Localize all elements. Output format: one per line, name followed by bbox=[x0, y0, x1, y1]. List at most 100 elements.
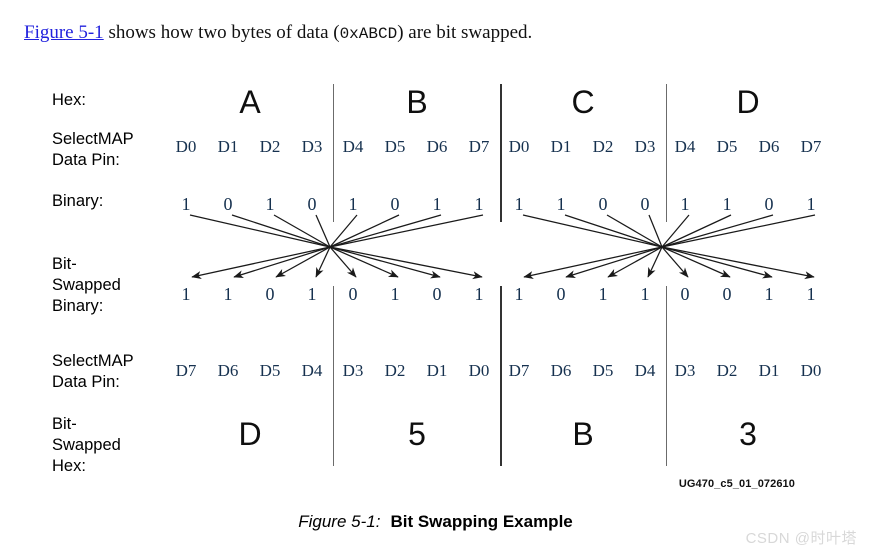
arrow-out-b2-6 bbox=[661, 246, 773, 279]
pin-bottom-6: D1 bbox=[426, 361, 448, 380]
byte-separator-bottom bbox=[500, 286, 502, 466]
arrow-in-b2-7 bbox=[661, 214, 816, 248]
swapped-bit-7: 1 bbox=[474, 284, 484, 304]
nibble-separator-1-top bbox=[333, 84, 334, 222]
arrow-out-b1-0 bbox=[191, 246, 331, 279]
pin-bottom-14: D1 bbox=[758, 361, 780, 380]
arrow-in-b1-4 bbox=[329, 214, 358, 248]
arrow-in-b2-1 bbox=[564, 214, 663, 248]
arrow-out-b1-1 bbox=[233, 246, 331, 279]
arrow-in-b1-3 bbox=[315, 214, 331, 248]
pin-top-8: D0 bbox=[508, 137, 530, 156]
row-label-selectmap-bottom: SelectMAP Data Pin: bbox=[52, 352, 134, 391]
pin-top-3: D3 bbox=[301, 137, 323, 156]
arrow-out-b2-4 bbox=[661, 246, 689, 278]
swapped-bit-2: 0 bbox=[265, 284, 275, 304]
intro-hex-code: 0xABCD bbox=[339, 25, 398, 43]
intro-text-after-code: ) are bit swapped. bbox=[397, 22, 533, 43]
pin-top-14: D6 bbox=[758, 137, 780, 156]
swapped-bit-6: 0 bbox=[432, 284, 442, 304]
row-label-swapped-hex: Bit- Swapped Hex: bbox=[52, 415, 121, 475]
arrow-out-b2-5 bbox=[661, 246, 731, 278]
nibble-separator-3-bottom bbox=[666, 286, 667, 466]
swapped-bit-4: 0 bbox=[348, 284, 358, 304]
binary-bit-9: 1 bbox=[556, 194, 566, 214]
figure-caption: Figure 5-1:Bit Swapping Example bbox=[0, 512, 871, 532]
binary-bit-15: 1 bbox=[806, 194, 816, 214]
figure-id-code: UG470_c5_01_072610 bbox=[678, 478, 795, 490]
arrow-out-b2-3 bbox=[647, 246, 663, 278]
arrow-out-b1-5 bbox=[329, 246, 399, 278]
binary-bit-8: 1 bbox=[514, 194, 524, 214]
arrow-in-b2-6 bbox=[661, 214, 774, 248]
row-label-swapped-binary: Bit- Swapped Binary: bbox=[52, 255, 121, 315]
csdn-watermark: CSDN @时叶塔 bbox=[745, 530, 857, 547]
binary-bit-5: 0 bbox=[390, 194, 400, 214]
binary-bit-7: 1 bbox=[474, 194, 484, 214]
binary-bit-10: 0 bbox=[598, 194, 608, 214]
pin-bottom-1: D6 bbox=[217, 361, 239, 380]
binary-bit-14: 0 bbox=[764, 194, 774, 214]
figure-caption-number: Figure 5-1: bbox=[298, 512, 381, 531]
binary-bit-1: 0 bbox=[223, 194, 233, 214]
arrow-out-b2-2 bbox=[607, 246, 663, 278]
arrow-in-b1-1 bbox=[231, 214, 331, 248]
pin-bottom-10: D5 bbox=[592, 361, 614, 380]
arrow-out-b2-7 bbox=[661, 246, 815, 280]
pin-bottom-2: D5 bbox=[259, 361, 281, 380]
hex-top-0: A bbox=[239, 84, 261, 120]
figure-reference-link[interactable]: Figure 5-1 bbox=[24, 22, 104, 43]
nibble-separator-3-top bbox=[666, 84, 667, 222]
pin-top-2: D2 bbox=[259, 137, 281, 156]
pin-top-7: D7 bbox=[468, 137, 490, 156]
pin-bottom-5: D2 bbox=[384, 361, 406, 380]
binary-bit-6: 1 bbox=[432, 194, 442, 214]
row-label-hex: Hex: bbox=[52, 91, 86, 109]
pin-bottom-15: D0 bbox=[800, 361, 822, 380]
pin-bottom-8: D7 bbox=[508, 361, 530, 380]
arrow-in-b2-5 bbox=[661, 214, 732, 248]
arrow-bundle-byte-2 bbox=[522, 214, 816, 280]
arrow-in-b2-3 bbox=[648, 214, 663, 248]
arrow-in-b2-2 bbox=[606, 214, 663, 248]
binary-bit-2: 1 bbox=[265, 194, 275, 214]
arrow-in-b1-7 bbox=[329, 214, 484, 248]
pin-bottom-3: D4 bbox=[301, 361, 323, 380]
swapped-bit-11: 1 bbox=[640, 284, 650, 304]
pin-top-0: D0 bbox=[175, 137, 197, 156]
pin-top-9: D1 bbox=[550, 137, 572, 156]
pin-bottom-4: D3 bbox=[342, 361, 364, 380]
swapped-bit-8: 1 bbox=[514, 284, 524, 304]
arrow-out-b2-1 bbox=[565, 246, 663, 279]
hex-top-2: C bbox=[571, 84, 595, 120]
hex-bottom-2: B bbox=[572, 416, 594, 452]
pin-top-15: D7 bbox=[800, 137, 822, 156]
arrow-out-b1-2 bbox=[275, 246, 331, 278]
arrow-in-b1-5 bbox=[329, 214, 400, 248]
binary-bit-4: 1 bbox=[348, 194, 358, 214]
pin-top-11: D3 bbox=[634, 137, 656, 156]
hex-bottom-3: 3 bbox=[739, 416, 757, 452]
binary-bit-3: 0 bbox=[307, 194, 317, 214]
arrow-in-b1-2 bbox=[273, 214, 331, 248]
pin-top-1: D1 bbox=[217, 137, 239, 156]
swapped-bit-5: 1 bbox=[390, 284, 400, 304]
arrow-out-b1-7 bbox=[329, 246, 483, 280]
swapped-bit-14: 1 bbox=[764, 284, 774, 304]
nibble-separator-1-bottom bbox=[333, 286, 334, 466]
byte-separator-top bbox=[500, 84, 502, 222]
binary-bit-13: 1 bbox=[722, 194, 732, 214]
swapped-bit-13: 0 bbox=[722, 284, 732, 304]
pin-top-10: D2 bbox=[592, 137, 614, 156]
pin-bottom-9: D6 bbox=[550, 361, 572, 380]
pin-top-4: D4 bbox=[342, 137, 364, 156]
binary-bit-0: 1 bbox=[181, 194, 191, 214]
arrow-out-b1-3 bbox=[315, 246, 331, 278]
arrow-bundle-byte-1 bbox=[189, 214, 484, 280]
arrow-out-b1-4 bbox=[329, 246, 357, 278]
swapped-bit-10: 1 bbox=[598, 284, 608, 304]
pin-top-5: D5 bbox=[384, 137, 406, 156]
hex-top-3: D bbox=[736, 84, 760, 120]
pin-top-6: D6 bbox=[426, 137, 448, 156]
swapped-bit-15: 1 bbox=[806, 284, 816, 304]
